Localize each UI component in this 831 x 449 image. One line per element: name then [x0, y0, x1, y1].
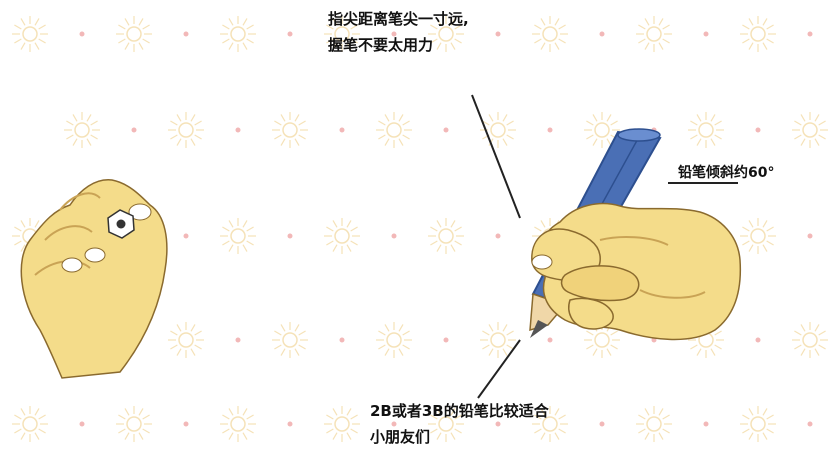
finger-crease-2	[44, 225, 93, 241]
pattern-sun	[272, 322, 308, 358]
pattern-sun	[792, 322, 828, 358]
pattern-dot	[287, 31, 293, 37]
pattern-sun	[220, 16, 256, 52]
pattern-dot	[495, 31, 501, 37]
pattern-sun	[220, 406, 256, 442]
pattern-dot	[703, 421, 709, 427]
pattern-sun	[272, 112, 308, 148]
pattern-dot	[755, 127, 761, 133]
pattern-dot	[391, 233, 397, 239]
pattern-sun	[740, 218, 776, 254]
left-hand-fist	[20, 179, 168, 379]
pattern-sun	[116, 16, 152, 52]
pattern-sun	[324, 406, 360, 442]
pencil-angle-note: 铅笔倾斜约60°	[678, 160, 774, 186]
pattern-sun	[168, 112, 204, 148]
hand-crease	[599, 236, 669, 246]
pencil-top-end	[617, 128, 661, 142]
pattern-dot	[807, 233, 813, 239]
pattern-dot	[547, 337, 553, 343]
pattern-dot	[183, 31, 189, 37]
finger-crease-1	[59, 192, 101, 211]
pattern-dot	[443, 127, 449, 133]
pattern-dot	[235, 127, 241, 133]
pattern-sun	[792, 112, 828, 148]
pattern-dot	[287, 233, 293, 239]
thumb	[560, 265, 640, 302]
fingertip-note-line-1: 指尖距离笔尖一寸远,	[328, 10, 469, 28]
pattern-sun	[428, 16, 464, 52]
pattern-dot	[79, 421, 85, 427]
pattern-dot	[495, 233, 501, 239]
knuckle-crease	[639, 289, 706, 299]
pattern-sun	[12, 16, 48, 52]
pattern-sun	[220, 218, 256, 254]
pattern-dot	[807, 31, 813, 37]
pattern-dot	[79, 31, 85, 37]
pattern-sun	[532, 406, 568, 442]
pattern-dot	[287, 421, 293, 427]
pencil-graphite-tip	[530, 320, 548, 338]
pencil-grade-line-1: 2B或者3B的铅笔比较适合	[370, 402, 549, 420]
pattern-dot	[599, 421, 605, 427]
pattern-dot	[131, 127, 137, 133]
pattern-sun	[428, 218, 464, 254]
pattern-dot	[339, 127, 345, 133]
pattern-sun	[12, 406, 48, 442]
pattern-dot	[443, 337, 449, 343]
pattern-sun	[636, 406, 672, 442]
pattern-dot	[755, 337, 761, 343]
pattern-sun	[64, 112, 100, 148]
pattern-dot	[339, 337, 345, 343]
pattern-sun	[740, 406, 776, 442]
middle-finger	[568, 297, 614, 330]
pattern-sun	[324, 16, 360, 52]
pattern-dot	[547, 127, 553, 133]
pattern-dot	[495, 421, 501, 427]
thumbnail	[128, 203, 152, 221]
pattern-sun	[168, 322, 204, 358]
pattern-sun	[740, 16, 776, 52]
pattern-dot	[391, 421, 397, 427]
pattern-sun	[480, 322, 516, 358]
pattern-dot	[391, 31, 397, 37]
pencil-grade-line-2: 小朋友们	[370, 428, 431, 446]
pattern-sun	[532, 16, 568, 52]
pattern-dot	[807, 421, 813, 427]
pattern-sun	[688, 112, 724, 148]
pattern-dot	[183, 233, 189, 239]
right-hand-writing	[529, 128, 742, 341]
fingertip-note-line-2: 握笔不要太用力	[328, 36, 434, 54]
fingertip-leader-line	[471, 94, 521, 219]
pattern-sun	[428, 406, 464, 442]
fingernail-2	[84, 247, 106, 263]
pattern-dot	[235, 337, 241, 343]
pattern-dot	[183, 421, 189, 427]
grade-leader-line	[477, 339, 521, 399]
pattern-sun	[376, 322, 412, 358]
pencil-lead-dot	[116, 219, 126, 229]
pencil-angle-text: 铅笔倾斜约60°	[678, 165, 775, 181]
pattern-sun	[636, 16, 672, 52]
pattern-dot	[599, 31, 605, 37]
pencil-grade-note: 2B或者3B的铅笔比较适合 小朋友们	[370, 398, 549, 449]
pattern-sun	[376, 112, 412, 148]
fingertip-distance-note: 指尖距离笔尖一寸远, 握笔不要太用力	[328, 6, 469, 58]
pattern-dot	[703, 31, 709, 37]
index-fingernail	[531, 254, 553, 270]
pattern-sun	[116, 406, 152, 442]
pattern-sun	[584, 112, 620, 148]
fingernail-1	[61, 257, 83, 273]
pattern-sun	[324, 218, 360, 254]
